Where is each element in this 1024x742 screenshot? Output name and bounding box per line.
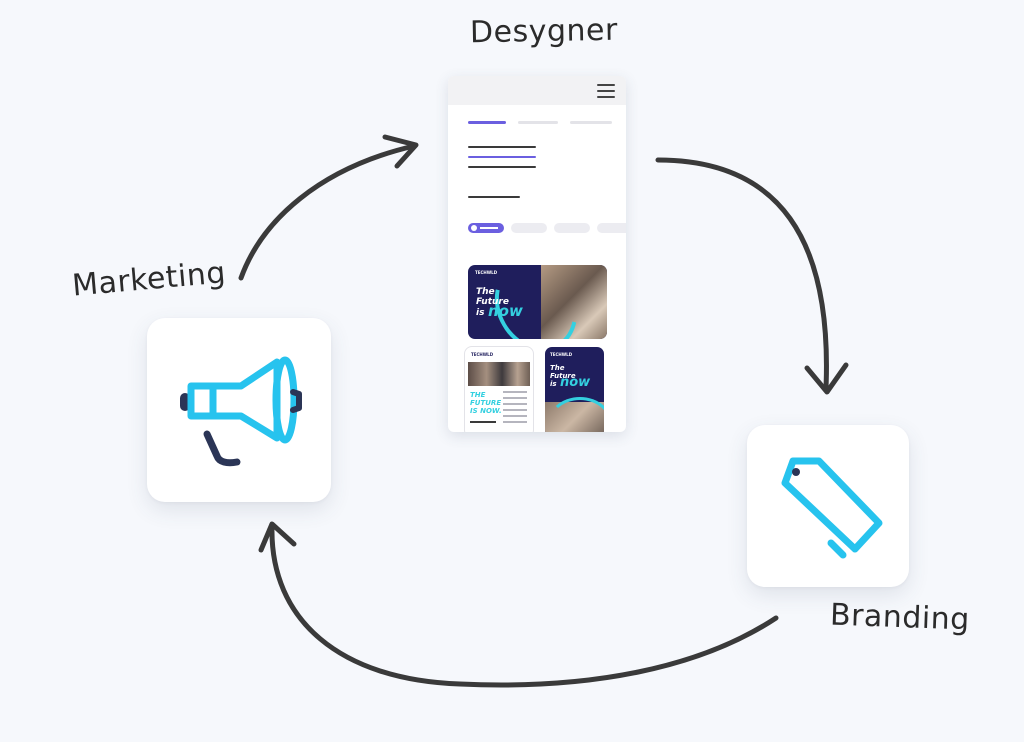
phone-subheading-line <box>468 196 520 198</box>
phone-filter-pill-active[interactable] <box>468 223 504 233</box>
template-poster-light[interactable]: TECHWLD THE FUTURE IS NOW. <box>465 347 533 432</box>
template-banner[interactable]: TECHWLD The Future is now <box>468 265 607 339</box>
hamburger-menu-icon[interactable] <box>597 84 615 98</box>
template-text: The <box>476 287 495 297</box>
template-poster-arc <box>547 397 604 432</box>
arrow-desygner-to-branding <box>655 157 829 391</box>
template-text: Future <box>476 297 509 307</box>
megaphone-icon <box>180 356 302 467</box>
phone-tab-active[interactable] <box>468 121 506 124</box>
phone-top-bar <box>448 76 626 105</box>
label-desygner: Desygner <box>469 12 619 51</box>
phone-heading-line <box>468 156 536 158</box>
template-text: THE <box>470 391 486 399</box>
arrowhead-branding-to-marketing <box>258 521 297 553</box>
tag-icon <box>781 457 883 559</box>
template-text: is <box>550 380 557 388</box>
template-text: The <box>550 364 565 372</box>
phone-heading-line <box>468 146 536 148</box>
template-logo: TECHWLD <box>550 352 573 357</box>
template-emphasis-text: now <box>488 302 523 320</box>
phone-filter-pill[interactable] <box>511 223 547 233</box>
template-logo: TECHWLD <box>471 352 494 357</box>
phone-heading-line <box>468 166 536 168</box>
arrow-marketing-to-desygner <box>238 143 417 281</box>
template-poster-photo <box>468 362 530 386</box>
template-banner-photo <box>541 265 607 339</box>
template-text: Future <box>550 372 576 380</box>
phone-tab[interactable] <box>518 121 558 124</box>
template-emphasis-text: now <box>560 375 591 390</box>
branding-card <box>747 425 909 587</box>
desygner-phone-mockup: TECHWLD The Future is now TECHWLD THE FU… <box>448 76 626 432</box>
template-poster-dark[interactable]: TECHWLD The Future is now <box>545 347 604 432</box>
arrow-branding-to-marketing <box>269 524 779 688</box>
phone-tab[interactable] <box>570 121 612 124</box>
marketing-card <box>147 318 331 502</box>
phone-filter-pill[interactable] <box>597 223 626 233</box>
phone-filter-pill[interactable] <box>554 223 590 233</box>
template-text: FUTURE <box>470 399 502 407</box>
template-text: IS NOW. <box>470 407 502 415</box>
arrowhead-desygner-to-branding <box>804 362 849 395</box>
template-text: is <box>476 308 485 318</box>
template-logo: TECHWLD <box>475 270 498 275</box>
label-branding: Branding <box>829 597 971 638</box>
arrowhead-marketing-to-desygner <box>382 134 419 169</box>
